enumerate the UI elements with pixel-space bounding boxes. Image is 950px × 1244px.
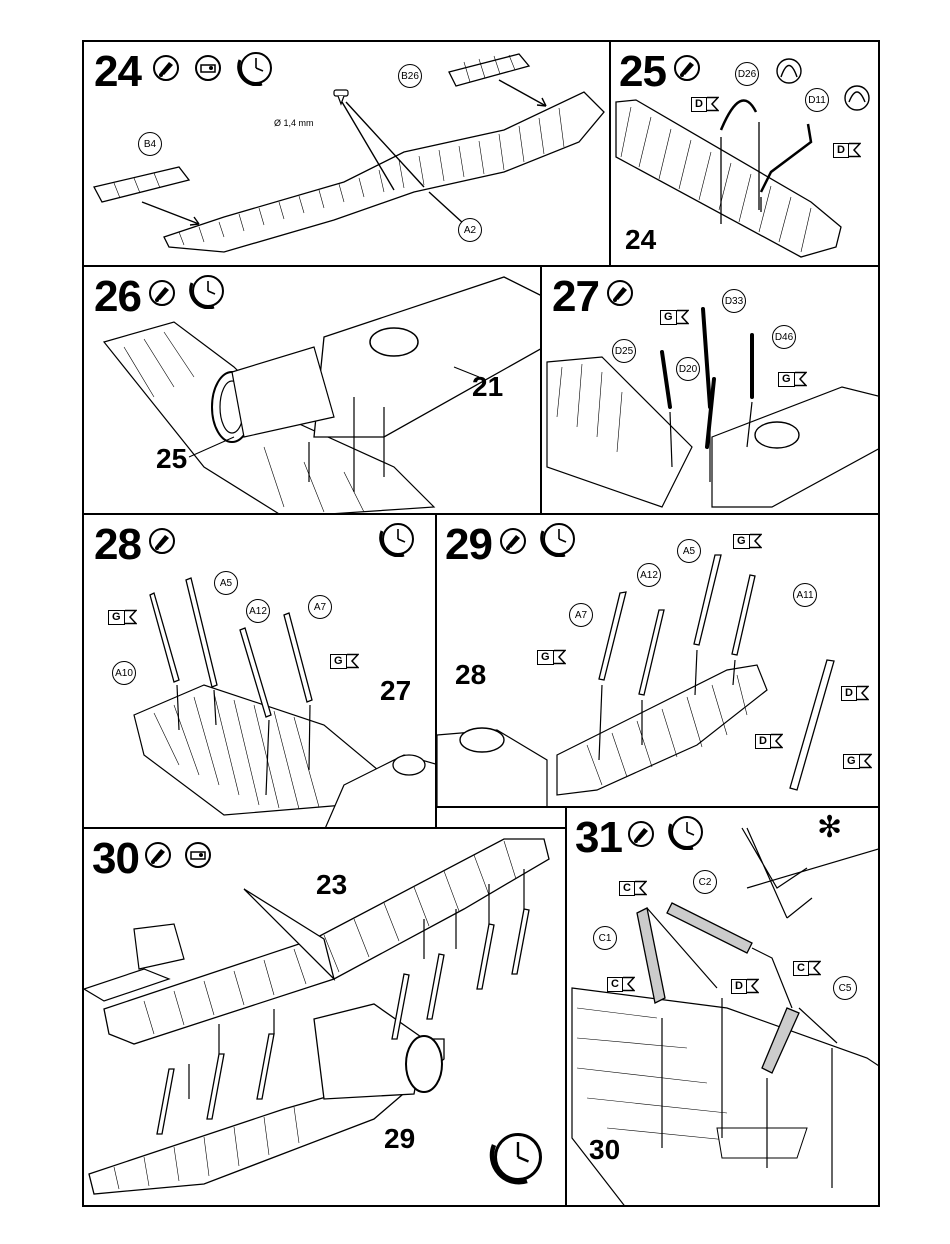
step-25-panel: 25 D26 D11 D D 24 [609,40,880,267]
paint-code: G [778,371,807,387]
paint-code: G [108,609,137,625]
sub-assembly-ref: 24 [625,226,656,254]
part-callout: A5 [214,571,238,595]
part-callout: C2 [693,870,717,894]
cabane-struts-drawing [542,267,880,515]
step-28-panel: 28 A5 A12 A7 A10 G G 27 [82,513,437,829]
part-callout: C5 [833,976,857,1000]
part-callout: D46 [772,325,796,349]
paint-code: G [733,533,762,549]
step-30-panel: 30 23 29 [82,827,567,1207]
paint-code: D [691,96,719,112]
paint-code: C [607,976,635,992]
paint-code: D [755,733,783,749]
sub-assembly-ref: 21 [472,373,503,401]
part-callout: D20 [676,357,700,381]
wing-struts-drawing [437,515,880,808]
part-callout: A10 [112,661,136,685]
paint-code: D [841,685,869,701]
interplane-struts-drawing [84,515,437,829]
part-callout: D11 [805,88,829,112]
sub-assembly-ref: 27 [380,677,411,705]
lower-wing-drawing [84,42,611,267]
drill-diameter-label: Ø 1,4 mm [274,118,314,128]
step-24-panel: 24 B26 B4 [82,40,611,267]
part-callout: D33 [722,289,746,313]
part-callout: B4 [138,132,162,156]
paint-code: G [843,753,872,769]
step-27-panel: 27 D33 D25 D46 D20 G G [540,265,880,515]
sub-assembly-ref: 23 [316,871,347,899]
part-callout: C1 [593,926,617,950]
paint-code: C [793,960,821,976]
part-callout: A11 [793,583,817,607]
paint-code: C [619,880,647,896]
step-26-panel: 26 21 25 [82,265,542,515]
paint-code: D [731,978,759,994]
part-callout: B26 [398,64,422,88]
step-31-panel: 31 ✻ C2 C1 C5 C C D C 30 [565,806,880,1207]
part-callout: D26 [735,62,759,86]
sub-assembly-ref: 28 [455,661,486,689]
part-callout: A12 [637,563,661,587]
part-callout: A7 [569,603,593,627]
sub-assembly-ref: 30 [589,1136,620,1164]
sub-assembly-ref: 25 [156,445,187,473]
part-callout: D25 [612,339,636,363]
sub-assembly-ref: 29 [384,1125,415,1153]
part-callout: A5 [677,539,701,563]
part-callout: A7 [308,595,332,619]
paint-code: D [833,142,861,158]
paint-code: G [660,309,689,325]
part-callout: A2 [458,218,482,242]
paint-code: G [330,653,359,669]
paint-code: G [537,649,566,665]
part-callout: A12 [246,599,270,623]
step-29-panel: 29 A5 A12 A7 A11 G G D D G 28 [435,513,880,808]
